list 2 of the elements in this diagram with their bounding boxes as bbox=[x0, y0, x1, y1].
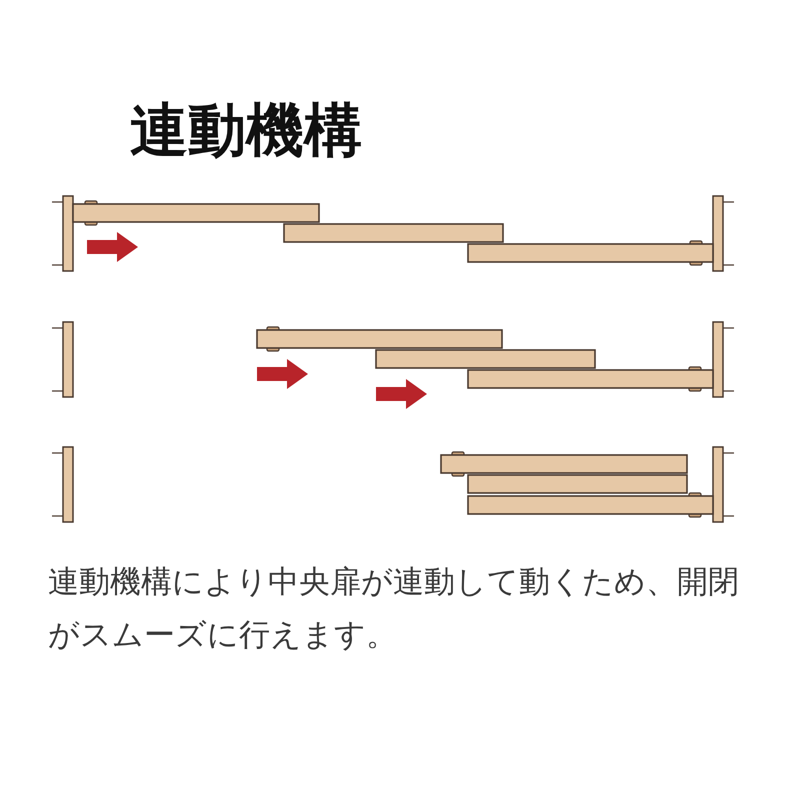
caption: 連動機構により中央扉が連動して動くため、開閉がスムーズに行えます。 bbox=[48, 563, 740, 655]
title: 連動機構 bbox=[130, 96, 362, 164]
